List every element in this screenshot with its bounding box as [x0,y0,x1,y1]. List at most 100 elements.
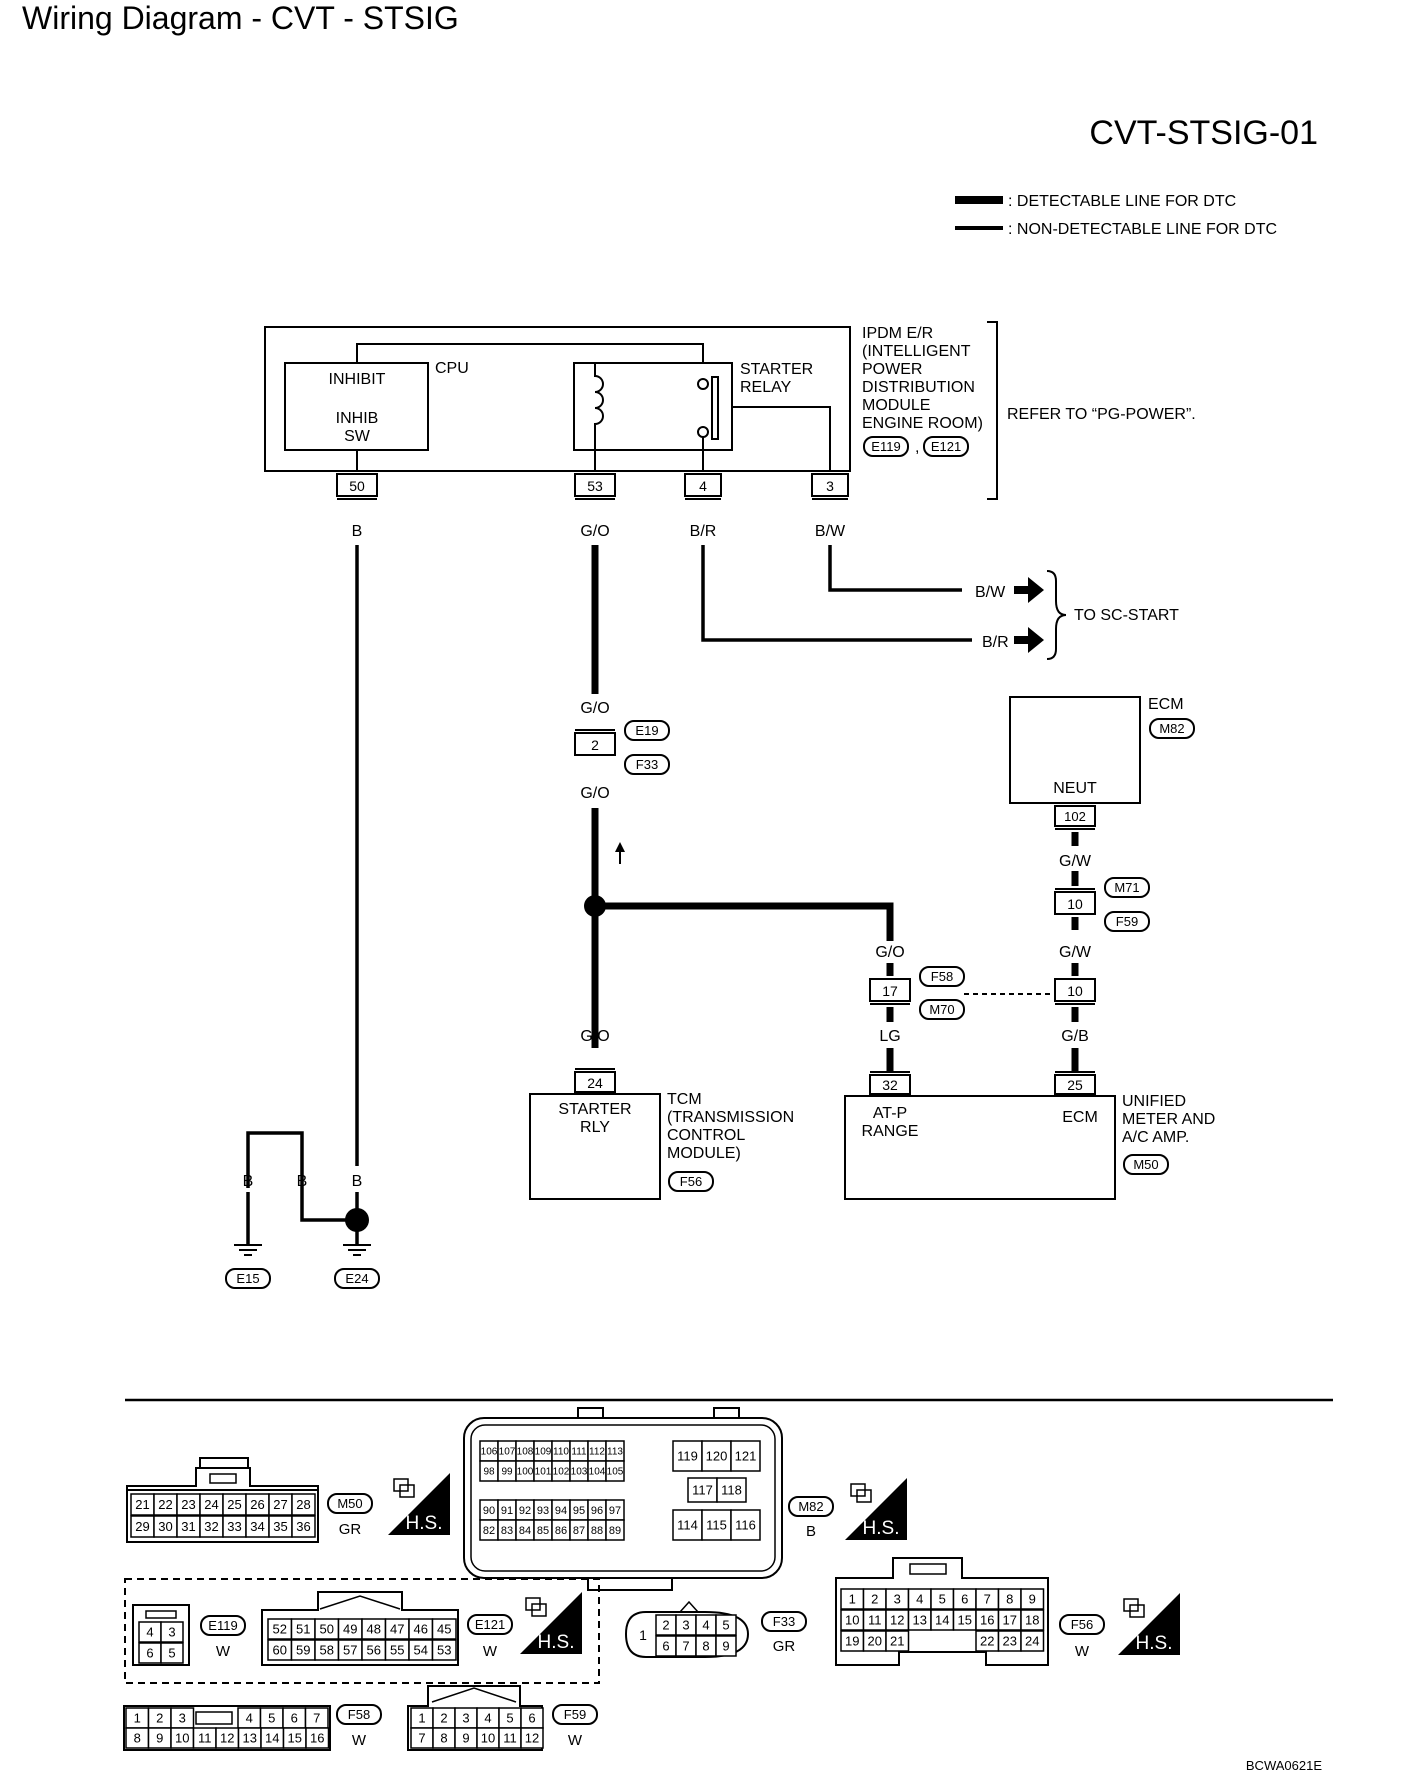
connector-color: W [483,1643,498,1660]
svg-text:E19: E19 [635,723,658,738]
pin-label: 8 [134,1731,141,1746]
wire-3-color: B/W [815,523,846,540]
connector-id-pill [1059,1614,1105,1635]
pin-label: 15 [288,1731,302,1746]
pin-label: 14 [265,1731,279,1746]
relay-coil-icon [594,363,604,450]
pin-label: 24 [1025,1634,1039,1649]
svg-text:3: 3 [826,478,834,494]
svg-text:ENGINE ROOM): ENGINE ROOM) [862,415,983,432]
svg-text:G/O: G/O [580,1028,609,1045]
pin-label: 11 [868,1613,882,1628]
pin-cell [431,1639,457,1661]
wire-4-color: B/R [690,523,717,540]
connector-view-details [124,1578,600,1684]
svg-text:E119: E119 [871,439,900,454]
legend-detectable-text: : DETECTABLE LINE FOR DTC [1008,193,1236,210]
svg-text:REFER TO “PG-POWER”.: REFER TO “PG-POWER”. [1007,406,1196,423]
svg-text:AT-P: AT-P [873,1105,907,1122]
pin-label: 9 [1029,1592,1036,1607]
pin-label: 87 [573,1525,585,1537]
svg-text:RANGE: RANGE [862,1123,919,1140]
pin-label: 55 [390,1643,404,1658]
svg-text:,: , [915,439,919,456]
ipdm-pin-50: 50 [336,473,378,500]
pin-label: 9 [156,1731,163,1746]
pin-label: 49 [343,1622,357,1637]
pin-label: 3 [462,1711,469,1726]
pin-label: 2 [662,1618,669,1633]
pin-label: 114 [677,1518,698,1533]
pin-label: 89 [609,1525,621,1537]
pin-label: 36 [296,1519,310,1534]
pin-label: 45 [437,1622,451,1637]
pin-label: 8 [702,1639,709,1654]
connector-id: M82 [798,1499,823,1514]
pin-label: 24 [204,1497,218,1512]
pin-label: 82 [483,1525,495,1537]
pin-label: 93 [537,1505,549,1517]
pin-cell [701,1440,732,1472]
pin-label: 31 [181,1519,195,1534]
connector-id: F59 [564,1707,586,1722]
arrow-bw-icon [1014,577,1044,603]
wire-53-color: G/O [580,523,609,540]
pin-label: 54 [414,1643,428,1658]
pin-label: 99 [501,1467,513,1478]
pin-label: 5 [168,1646,175,1661]
svg-text:E15: E15 [236,1271,259,1286]
pin-label: 94 [555,1505,567,1517]
pin-label: 5 [506,1711,513,1726]
pin-label: 23 [1003,1634,1017,1649]
svg-text:102: 102 [1064,809,1086,824]
svg-text:SW: SW [344,428,371,445]
svg-text:CONTROL: CONTROL [667,1127,745,1144]
pin-label: 6 [961,1592,968,1607]
svg-text:E121: E121 [931,439,961,454]
pin-label: 104 [589,1467,606,1478]
pin-label: 28 [296,1497,310,1512]
harness-side-icon: H.S. [387,1472,451,1536]
pin-label: 103 [571,1467,588,1478]
pin-cell [1020,1609,1045,1631]
svg-text:G/W: G/W [1059,853,1092,870]
pin-label: 7 [682,1639,689,1654]
pin-label: 6 [662,1639,669,1654]
pin-label: 6 [291,1711,298,1726]
pin-label: 117 [692,1483,713,1498]
pin-label: 56 [367,1643,381,1658]
pin-cell [730,1440,761,1472]
svg-text:MODULE): MODULE) [667,1145,741,1162]
legend-non-detectable-text: : NON-DETECTABLE LINE FOR DTC [1008,221,1277,238]
connector-id: F33 [773,1614,795,1629]
svg-text:F33: F33 [636,757,658,772]
pin-label: 105 [607,1467,624,1478]
ground-e15-icon: E15 [225,1244,271,1289]
pin-label: 14 [935,1613,949,1628]
pin-label: 57 [343,1643,357,1658]
ipdm-label: IPDM E/R (INTELLIGENT POWER DISTRIBUTION… [862,321,1196,500]
pin-label: 85 [537,1525,549,1537]
diagram-id: CVT-STSIG-01 [1089,114,1318,152]
connector-id: M50 [337,1496,362,1511]
svg-text:ECM: ECM [1062,1109,1098,1126]
pin-label: 5 [939,1592,946,1607]
pin-label: 3 [179,1711,186,1726]
pin-label: 101 [535,1467,552,1478]
pin-label: 21 [135,1497,149,1512]
pin-label: 97 [609,1505,621,1517]
pin-label: 2 [156,1711,163,1726]
wire-br [701,545,972,642]
pin-label: 58 [320,1643,334,1658]
svg-text:METER AND: METER AND [1122,1111,1215,1128]
ecm-module: NEUT ECM M82 102 [1009,696,1195,830]
svg-text:G/O: G/O [580,700,609,717]
pin-label: 107 [499,1447,516,1458]
pin-cell [1020,1630,1045,1652]
pin-label: 91 [501,1505,513,1517]
svg-text:RLY: RLY [580,1119,610,1136]
pin-label: 119 [677,1449,698,1464]
svg-text:MODULE: MODULE [862,397,930,414]
tcm-module: 24 STARTER RLY TCM (TRANSMISSION CONTROL… [529,1068,794,1200]
